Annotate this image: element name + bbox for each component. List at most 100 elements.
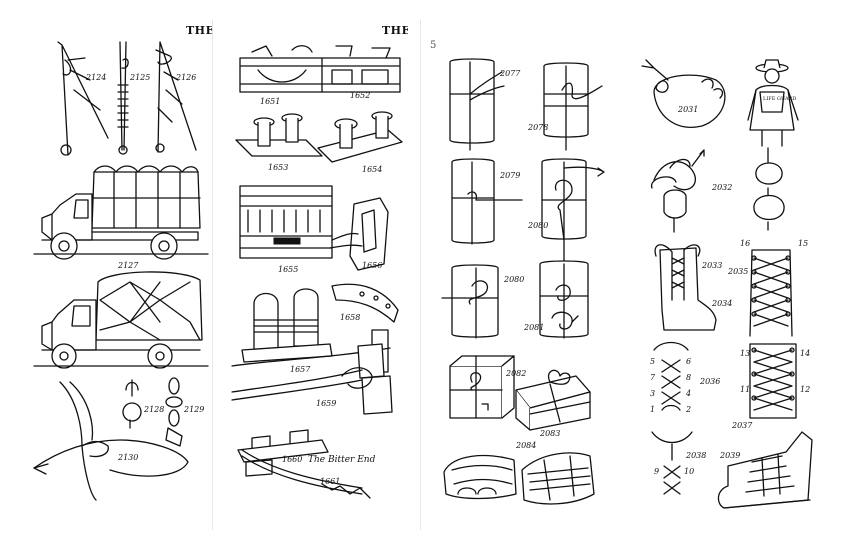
lacing-num-5: 5 [650,357,655,366]
lacing-num-4: 4 [685,389,691,398]
second-page-illustrations: 1651 1652 1653 1654 [231,45,403,499]
lacing-num-14: 14 [800,349,810,358]
fig-2129-chain-hook [165,377,183,447]
fig-label-2039: 2039 [719,451,740,460]
fig-1657-bitts [231,288,391,367]
fig-label-2080-a: 2080 [527,221,548,230]
fig-1654-bollard [317,111,403,163]
left-page-illustrations: 2127 2128 [33,41,209,501]
fig-label-2081: 2081 [523,323,544,332]
fig-2037-crisscross [749,343,797,419]
fig-1660-bitts-deck [237,429,329,477]
fig-2127-loaded-truck [33,165,209,260]
lacing-num-15: 15 [798,239,808,248]
fig-1661-bitter-end-rope [241,449,371,499]
fig-2130-knot [33,381,189,501]
fig-label-2130: 2130 [117,453,138,462]
fig-2039-boot [717,431,813,509]
fig-label-1651: 1651 [260,97,280,106]
fig-label-2124: 2124 [85,73,106,82]
fig-label-2084: 2084 [515,441,536,450]
fig-1656-chock [329,197,389,271]
fig-2077-parcel [449,58,505,151]
fig-label-2038: 2038 [685,451,706,460]
fig-label-2079: 2079 [499,171,520,180]
lacing-num-10: 10 [684,467,694,476]
fig-label-1657: 1657 [290,365,311,374]
fig-label-2077: 2077 [499,69,521,78]
lacing-num-16: 16 [740,239,750,248]
fig-2079-parcel [451,158,523,245]
fig-label-2037: 2037 [731,421,753,430]
running-head-right: THE [382,24,408,37]
page-left-trucks: THE [30,0,212,560]
fig-label-1652: 1652 [350,91,370,100]
lacing-num-13: 13 [740,349,750,358]
fig-2035-lacing-diagram [749,249,793,337]
fig-label-2033: 2033 [701,261,722,270]
lacing-num-9: 9 [654,467,659,476]
fig-lifeguard-figure [747,59,799,147]
fig-2126-lashing [155,41,197,153]
fig-label-2128: 2128 [143,405,164,414]
fig-hanging-turnips [753,147,785,231]
fig-1653-bollard [235,113,323,157]
page-bollards: THE 1651 1652 1653 [212,0,408,560]
fig-label-2035: 2035 [727,267,748,276]
lacing-num-2: 2 [685,405,691,414]
fig-label-1653: 1653 [268,163,288,172]
fig-label-2125: 2125 [129,73,150,82]
fig-label-1654: 1654 [362,165,382,174]
fourth-page-illustrations: 2031 LIFE GUARD 2032 [641,59,813,509]
fig-2032-knot-weights [651,149,705,233]
running-head-left: THE [186,24,212,37]
lacing-num-12: 12 [800,385,810,394]
fig-label-1655: 1655 [278,265,298,274]
fig-label-2083: 2083 [539,429,560,438]
caption-bitter-end: The Bitter End [308,455,376,465]
fig-2082-box [449,355,515,419]
fig-label-2127: 2127 [117,261,139,270]
fig-label-1656: 1656 [362,261,382,270]
fig-label-2129: 2129 [183,405,204,414]
lacing-num-3: 3 [650,389,655,398]
lacing-num-7: 7 [650,373,656,382]
fig-label-1658: 1658 [340,313,360,322]
fig-label-2126: 2126 [175,73,196,82]
fig-2038-lacing-end [651,431,693,495]
gutter-1 [212,20,213,530]
fig-label-1661: 1661 [320,477,340,486]
fig-2081-parcel [539,260,589,339]
gutter-2 [420,20,421,530]
fig-label-2082: 2082 [505,369,526,378]
lifeguard-label: LIFE GUARD [763,96,796,102]
fig-2033-laced-boot [654,244,717,331]
page-parcels: 2077 2078 2079 2080 [432,0,630,560]
fig-label-2032: 2032 [711,183,732,192]
page-lacing: 2031 LIFE GUARD 2032 [632,0,832,560]
fig-label-2080-b: 2080 [503,275,524,284]
fig-1659-cleat-rope [231,343,393,415]
fig-label-2036: 2036 [699,377,720,386]
fig-2036-numbered-lacing [653,341,689,411]
page-folio: 5 [430,40,437,51]
fig-2083-box [515,369,591,431]
fig-2084-bundles [443,452,595,505]
fig-label-1659: 1659 [316,399,336,408]
fig-2128-hook [122,379,142,429]
lacing-num-11: 11 [740,385,750,394]
fig-2080-parcel-left [441,264,499,339]
fig-1655-ship-rail [239,185,333,259]
fig-label-2078: 2078 [527,123,548,132]
third-page-illustrations: 2077 2078 2079 2080 [441,58,605,505]
fig-label-2034: 2034 [711,299,732,308]
fig-truck-netted [33,271,209,369]
fig-label-1660: 1660 [282,455,302,464]
fig-2080-parcel-top [541,158,605,263]
lacing-num-6: 6 [686,357,691,366]
lacing-num-1: 1 [650,405,655,414]
fig-2031-knotted-cord [641,59,726,128]
fig-2078-parcel [543,62,603,151]
fig-label-2031: 2031 [677,105,698,114]
